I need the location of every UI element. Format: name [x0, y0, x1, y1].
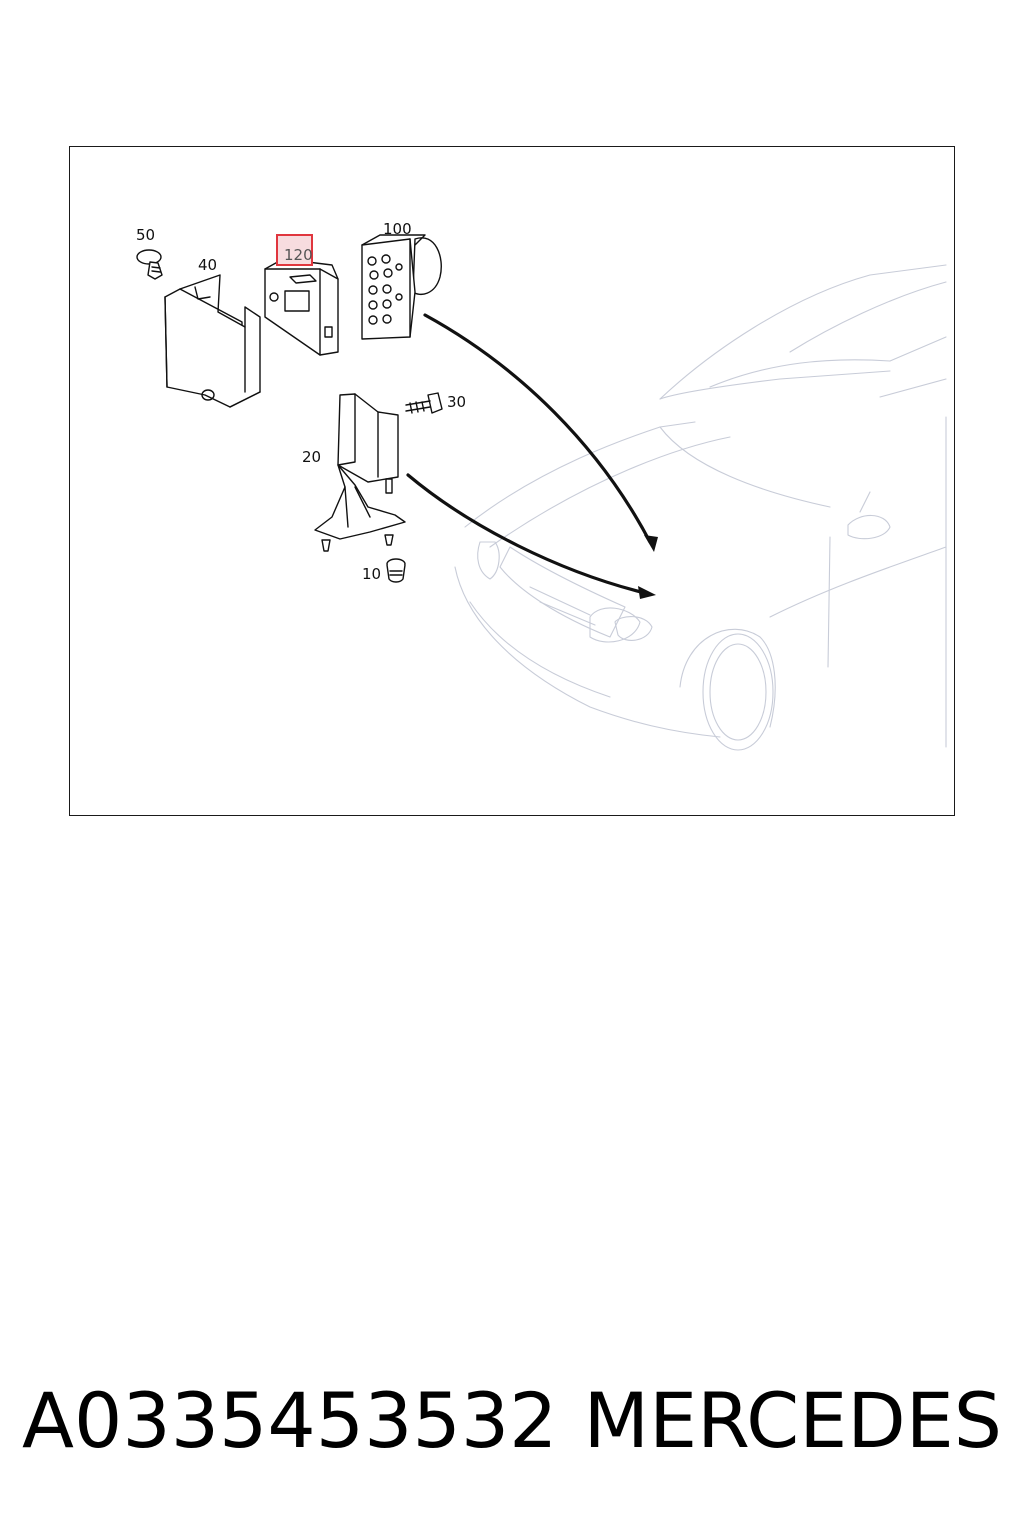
part-40-bracket [164, 274, 261, 408]
callout-labels: 50 40 100 30 20 10 120 [136, 220, 466, 583]
parts-diagram: 50 40 100 30 20 10 120 [136, 220, 947, 751]
assembly-arrows [406, 313, 658, 599]
callout-20: 20 [302, 448, 321, 466]
part-20-mount-bracket [314, 393, 406, 552]
part-120-control-module [264, 258, 339, 356]
brand-name: MERCEDES [583, 1375, 1002, 1465]
callout-10: 10 [362, 565, 381, 583]
callout-40: 40 [198, 256, 217, 274]
part-caption: A0335453532 MERCEDES [0, 1370, 1024, 1470]
part-30-bolt [405, 392, 443, 414]
callout-120: 120 [284, 246, 313, 264]
callout-120-highlight-box [276, 234, 313, 266]
callout-30: 30 [447, 393, 466, 411]
part-100-hydraulic-unit [361, 234, 442, 340]
part-10-grommet [386, 558, 406, 583]
parts-diagram-frame: 50 40 100 30 20 10 120 [69, 146, 955, 816]
callout-50: 50 [136, 226, 155, 244]
part-50-screw [136, 249, 163, 280]
car-outline [454, 264, 947, 751]
callout-100: 100 [383, 220, 412, 238]
part-number: A0335453532 [22, 1375, 558, 1465]
